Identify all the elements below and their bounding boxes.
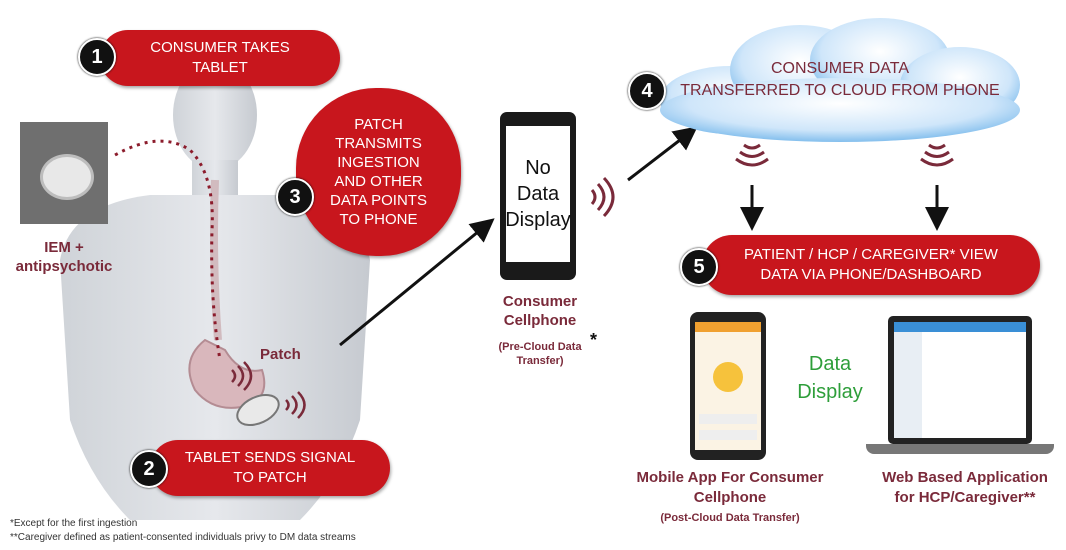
step3-line4: AND OTHER [334, 173, 423, 190]
step2-line2: TO PATCH [233, 469, 307, 486]
step5-banner: PATIENT / HCP / CAREGIVER* VIEW DATA VIA… [702, 235, 1040, 295]
step5-line2: DATA VIA PHONE/DASHBOARD [760, 266, 982, 283]
step4-number-badge: 4 [628, 72, 666, 110]
step1-banner: CONSUMER TAKES TABLET [100, 30, 340, 86]
laptop-dashboard [894, 322, 1026, 438]
footnote-1: *Except for the first ingestion [10, 518, 138, 529]
post-cloud-label: (Post-Cloud Data Transfer) [660, 512, 800, 524]
step1-line1: CONSUMER TAKES [150, 39, 290, 56]
step3-line6: TO PHONE [339, 211, 418, 228]
step1-line2: TABLET [192, 59, 248, 76]
step4-line1: CONSUMER DATA [770, 60, 910, 77]
phone-screen-line1: No [525, 157, 551, 179]
phone-screen-line2: Data [516, 183, 560, 205]
dashboard-sidebar [894, 332, 922, 438]
step3-line5: DATA POINTS [330, 192, 427, 209]
step2-number-badge: 2 [130, 450, 168, 488]
mobile-app-screen [695, 322, 761, 450]
step3-line1: PATCH [354, 116, 403, 133]
step4-line2: TRANSFERRED TO CLOUD FROM PHONE [680, 82, 1000, 99]
data-display-line2: Display [797, 381, 863, 403]
iem-label: IEM + antipsychotic [14, 238, 114, 276]
cloud-shape [660, 18, 1020, 142]
phone-screen-line3: Display [505, 209, 571, 231]
mobile-app-list-row [699, 414, 757, 424]
step3-line3: INGESTION [337, 154, 420, 171]
esophagus-shape [210, 179, 222, 341]
data-display-label: Data Display [790, 350, 870, 406]
step5-line1: PATIENT / HCP / CAREGIVER* VIEW [744, 246, 998, 263]
cellphone-asterisk: * [590, 330, 598, 350]
pre-cloud-line2: Transfer) [516, 355, 564, 367]
mobile-app-line2: Cellphone [693, 489, 767, 506]
laptop-base-icon [866, 444, 1054, 454]
patch-device-icon [236, 393, 280, 427]
step3-number-badge: 3 [276, 178, 314, 216]
pre-cloud-line1: (Pre-Cloud Data [498, 341, 582, 353]
phone-screen: No Data Display [505, 126, 571, 262]
stomach-signal-icon [231, 361, 253, 391]
iem-label-line1: IEM + [44, 239, 84, 256]
footnote-2: **Caregiver defined as patient-consented… [10, 532, 356, 543]
patch-label: Patch [260, 346, 301, 363]
consumer-cellphone-line2: Cellphone [503, 312, 577, 329]
mobile-app-list-row [699, 430, 757, 440]
web-app-line1: Web Based Application [882, 469, 1048, 486]
data-display-line1: Data [808, 353, 852, 375]
iem-label-line2: antipsychotic [15, 258, 113, 275]
mobile-app-phone-icon [690, 312, 766, 460]
dashboard-header-bar [894, 322, 1026, 332]
step5-number-badge: 5 [680, 248, 718, 286]
phone-to-cloud-arrow [627, 126, 698, 182]
phone-signal-icon [590, 176, 615, 218]
laptop-screen-icon [888, 316, 1032, 444]
consumer-cellphone-icon: No Data Display [500, 112, 576, 280]
mobile-app-label: Mobile App For Consumer Cellphone [620, 468, 840, 508]
consumer-cellphone-label: Consumer Cellphone [480, 292, 600, 330]
step1-number-badge: 1 [78, 38, 116, 76]
web-app-line2: for HCP/Caregiver** [894, 489, 1036, 506]
head-shape [173, 60, 257, 170]
consumer-cellphone-line1: Consumer [502, 293, 578, 310]
cloud-signal-left-icon [735, 143, 769, 167]
step4-text: CONSUMER DATA TRANSFERRED TO CLOUD FROM … [660, 58, 1020, 102]
step2-banner: TABLET SENDS SIGNAL TO PATCH [150, 440, 390, 496]
pre-cloud-label: (Pre-Cloud Data Transfer) [482, 340, 598, 368]
tablet-pill-icon [40, 154, 94, 200]
patch-to-phone-arrow [339, 218, 495, 347]
step3-line2: TRANSMITS [335, 135, 422, 152]
mobile-app-line1: Mobile App For Consumer [636, 469, 824, 486]
mobile-app-header-bar [695, 322, 761, 332]
step2-line1: TABLET SENDS SIGNAL [184, 449, 356, 466]
web-app-label: Web Based Application for HCP/Caregiver*… [870, 468, 1060, 508]
patch-signal-icon [285, 391, 306, 419]
iem-tablet-image [20, 122, 108, 224]
step3-banner: PATCH TRANSMITS INGESTION AND OTHER DATA… [296, 88, 461, 256]
cloud-signal-right-icon [920, 143, 954, 167]
mobile-app-dial-icon [713, 362, 743, 392]
